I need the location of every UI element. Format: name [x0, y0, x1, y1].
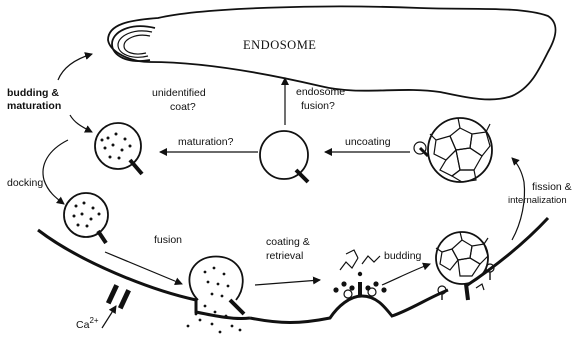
budding-maturation-label-line1: budding & — [7, 87, 59, 99]
free-coated-vesicle — [414, 118, 492, 182]
uncoating-label: uncoating — [345, 136, 391, 148]
endosome-label: ENDOSOME — [243, 38, 316, 52]
budding-maturation-label-line2: maturation — [7, 100, 61, 112]
coat-assembly-site — [333, 250, 386, 298]
fusing-vesicle — [187, 257, 244, 334]
budding-label: budding — [384, 250, 422, 262]
endosome-fusion-label-line1: endosome — [296, 86, 345, 98]
docking-vesicle — [64, 193, 108, 243]
maturation-label: maturation? — [178, 136, 234, 148]
arrow-budding — [382, 264, 430, 285]
arrow-into-endosome — [58, 54, 92, 80]
arrow-calcium — [102, 306, 116, 328]
uncoated-vesicle — [260, 131, 308, 182]
arrow-fusion — [105, 252, 182, 284]
endosome-fusion-label-line2: fusion? — [301, 100, 335, 112]
arrow-coating — [255, 280, 320, 285]
calcium-label: Ca2+ — [76, 316, 99, 331]
unidentified-coat-label-line1: unidentified — [152, 87, 206, 99]
fusion-label: fusion — [154, 234, 182, 246]
coating-label-line1: coating & — [266, 236, 310, 248]
docking-label: docking — [7, 177, 43, 189]
fission-label-line1: fission & — [532, 181, 572, 193]
calcium-channel — [106, 284, 131, 309]
fission-label-line2: internalization — [508, 195, 567, 206]
unidentified-coat-label-line2: coat? — [170, 101, 196, 113]
maturing-vesicle — [95, 123, 142, 174]
arrow-budding-maturation — [70, 115, 92, 132]
coating-label-line2: retrieval — [266, 250, 303, 262]
arrow-docking — [43, 140, 68, 204]
